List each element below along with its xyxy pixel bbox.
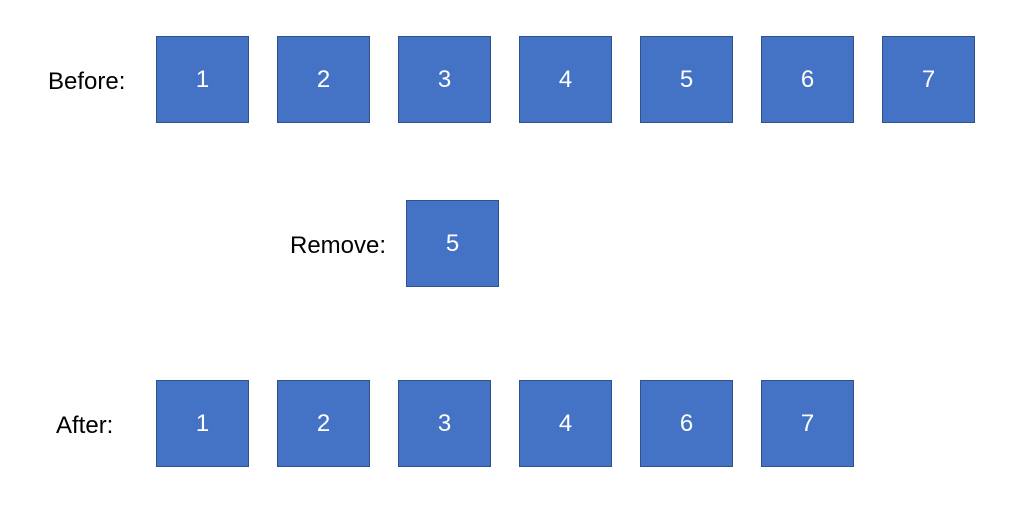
- after-box-3: 3: [398, 380, 491, 467]
- before-box-7: 7: [882, 36, 975, 123]
- before-box-4: 4: [519, 36, 612, 123]
- after-box-1: 1: [156, 380, 249, 467]
- before-label: Before:: [48, 68, 126, 95]
- remove-label: Remove:: [290, 232, 387, 259]
- after-label: After:: [56, 412, 114, 439]
- before-box-5: 5: [640, 36, 733, 123]
- after-box-7: 7: [761, 380, 854, 467]
- after-box-2: 2: [277, 380, 370, 467]
- before-box-2: 2: [277, 36, 370, 123]
- after-box-6: 6: [640, 380, 733, 467]
- before-box-6: 6: [761, 36, 854, 123]
- before-box-3: 3: [398, 36, 491, 123]
- remove-box: 5: [406, 200, 499, 287]
- after-box-4: 4: [519, 380, 612, 467]
- before-box-1: 1: [156, 36, 249, 123]
